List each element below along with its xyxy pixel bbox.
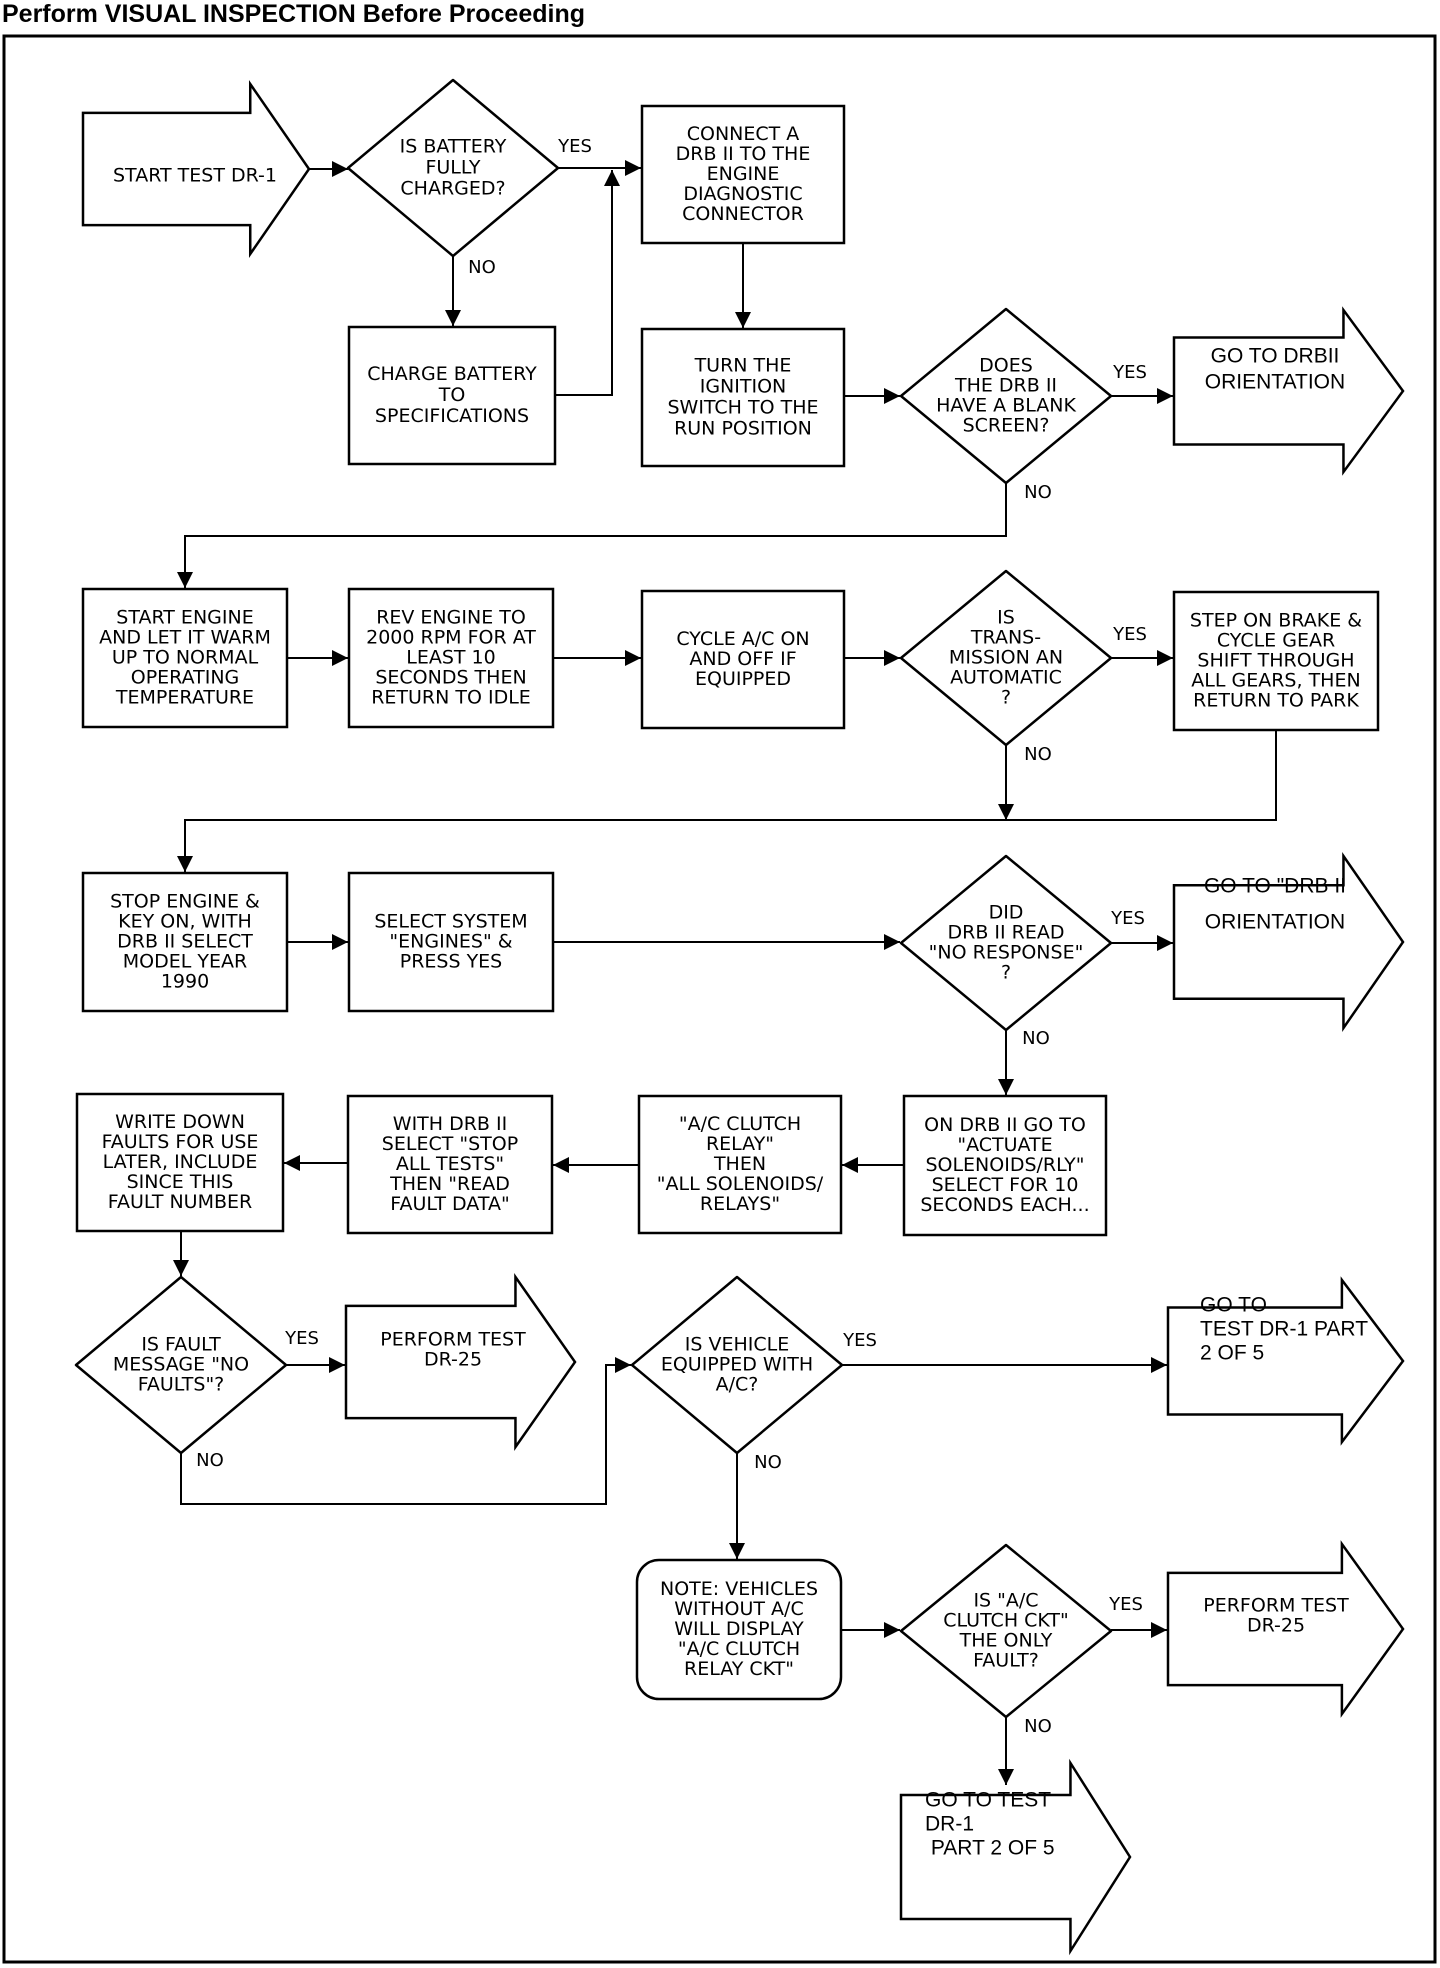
- node-cycle-ac: [640, 589, 846, 730]
- no-label-6: NO: [1024, 744, 1052, 765]
- yes-label-5: YES: [1112, 624, 1147, 645]
- connector-4: [555, 170, 620, 396]
- node-text-select-system: SELECT SYSTEM"ENGINES" &PRESS YES: [374, 911, 527, 973]
- no-label-4: NO: [1024, 482, 1052, 503]
- node-stop-all-tests: [346, 1094, 554, 1235]
- node-ac-clutch-relay: [637, 1094, 843, 1235]
- node-connect-drb: [640, 104, 846, 245]
- node-perform-dr25-1: [344, 1273, 577, 1451]
- connector-8: [177, 483, 1007, 588]
- node-rev-engine: [347, 587, 555, 729]
- node-step-brake: [1172, 590, 1380, 732]
- no-label-8: NO: [1022, 1028, 1050, 1049]
- node-text-start: START TEST DR-1: [113, 165, 277, 187]
- node-perform-dr25-2: [1166, 1540, 1405, 1718]
- no-label-10: NO: [196, 1450, 224, 1471]
- no-label-2: NO: [468, 257, 496, 278]
- node-goto-part2-1: [1166, 1276, 1405, 1446]
- node-select-system: [347, 871, 555, 1013]
- node-actuate: [902, 1094, 1108, 1237]
- node-start: [81, 79, 311, 259]
- yes-label-13: YES: [1108, 1594, 1143, 1615]
- node-goto-orientation-1: [1172, 306, 1405, 476]
- node-goto-orientation-2: [1172, 851, 1405, 1033]
- node-goto-part2-2: [899, 1758, 1132, 1956]
- node-write-faults: [75, 1092, 285, 1233]
- node-stop-engine: [81, 871, 289, 1013]
- node-charge-battery: [347, 325, 557, 466]
- yes-label-9: YES: [284, 1328, 319, 1349]
- page-header: Perform VISUAL INSPECTION Before Proceed…: [2, 0, 585, 28]
- yes-label-3: YES: [1112, 362, 1147, 383]
- node-turn-ignition: [640, 327, 846, 468]
- no-label-14: NO: [1024, 1716, 1052, 1737]
- node-start-engine: [81, 587, 289, 729]
- connector-24: [180, 1357, 631, 1505]
- connector-14: [177, 730, 1277, 872]
- yes-label-1: YES: [557, 136, 592, 157]
- outer-frame: [2, 34, 1437, 1964]
- yes-label-11: YES: [842, 1330, 877, 1351]
- no-label-12: NO: [754, 1452, 782, 1473]
- yes-label-7: YES: [1110, 908, 1145, 929]
